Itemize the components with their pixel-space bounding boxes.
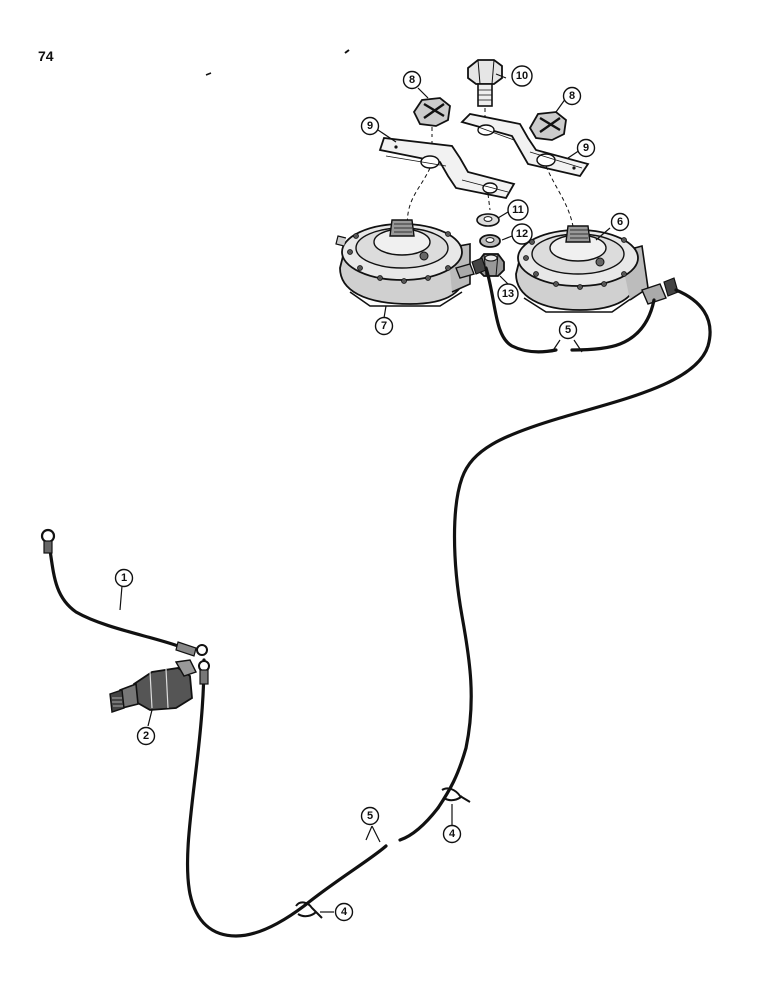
horn-left — [335, 219, 471, 307]
leader-lines — [119, 73, 611, 913]
callout-2: 2 — [136, 726, 156, 746]
callout-label: 7 — [381, 320, 387, 332]
callout-label: 4 — [449, 828, 456, 840]
callout-6: 6 — [610, 212, 630, 232]
hex-nut-right — [528, 111, 567, 141]
bracket-left — [378, 137, 516, 200]
callout-label: 8 — [409, 74, 415, 86]
callout-label: 9 — [583, 142, 589, 154]
callout-4-lower: 4 — [334, 902, 354, 922]
lock-washer — [479, 234, 501, 248]
stray-mark — [205, 72, 212, 76]
callout-5-lower: 5 — [360, 806, 380, 826]
callout-10: 10 — [511, 65, 533, 87]
callout-label: 13 — [502, 288, 514, 300]
assembly-lines — [406, 165, 575, 233]
horn-right — [515, 225, 649, 313]
callout-label: 6 — [617, 216, 623, 228]
wire-terminal-switch — [175, 641, 210, 685]
callout-label: 5 — [565, 324, 571, 336]
callout-4-upper: 4 — [442, 824, 462, 844]
flat-washer — [476, 213, 500, 227]
callout-7: 7 — [374, 316, 394, 336]
hex-nut-left — [412, 97, 451, 149]
callout-label: 5 — [367, 810, 373, 822]
callout-label: 8 — [569, 90, 575, 102]
callout-12: 12 — [511, 223, 533, 245]
stray-mark — [344, 49, 350, 54]
callout-label: 2 — [143, 730, 149, 742]
horn-right-connector — [641, 277, 679, 305]
ring-terminal-top — [40, 528, 56, 554]
page-number: 74 — [38, 48, 54, 64]
callout-label: 10 — [516, 70, 528, 82]
callout-9-right: 9 — [576, 138, 596, 158]
wire-clip-upper — [441, 787, 471, 803]
wire-clip-lower — [295, 901, 323, 919]
callout-8-left: 8 — [402, 70, 422, 90]
pressure-switch — [109, 659, 197, 713]
callout-label: 4 — [341, 906, 348, 918]
callout-label: 11 — [512, 204, 524, 216]
callout-13: 13 — [497, 283, 519, 305]
callout-1: 1 — [114, 568, 134, 588]
callout-label: 9 — [367, 120, 373, 132]
callout-8-right: 8 — [562, 86, 582, 106]
wiring-harness — [48, 266, 712, 938]
callout-label: 1 — [121, 572, 127, 584]
callout-label: 12 — [516, 228, 528, 240]
horn-left-connector — [455, 257, 487, 279]
callout-5-upper: 5 — [558, 320, 578, 340]
bracket-right — [460, 113, 590, 178]
callout-9-left: 9 — [360, 116, 380, 136]
callout-11: 11 — [507, 199, 529, 221]
